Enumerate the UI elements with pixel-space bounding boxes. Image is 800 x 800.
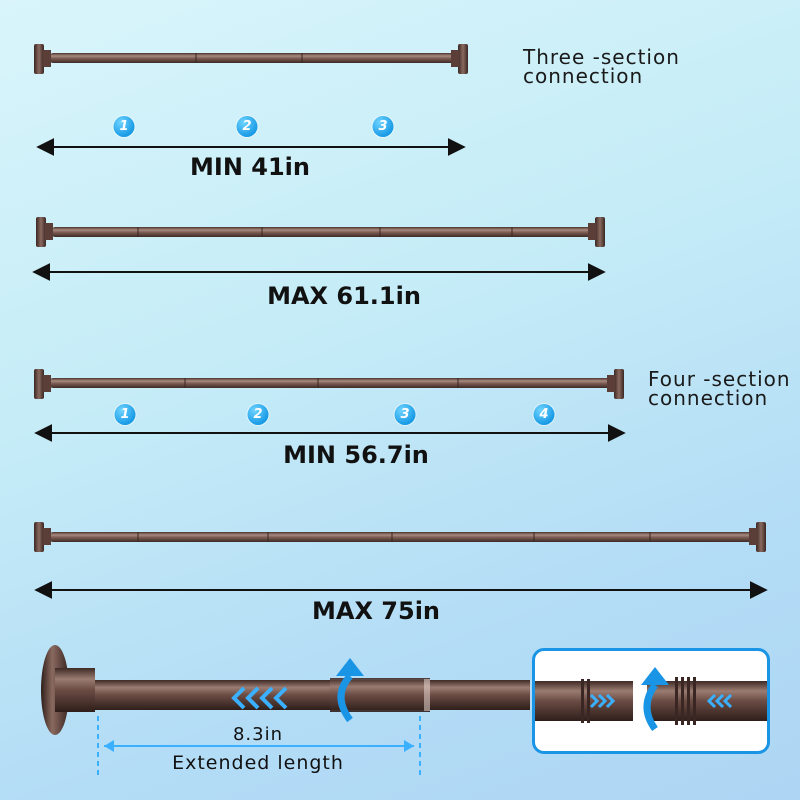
inset-rotate-arrow-icon xyxy=(641,667,669,732)
section-badge-1: 1 xyxy=(113,116,135,137)
rod-three-min-shape xyxy=(34,44,468,74)
three-max-label: MAX 61.1in xyxy=(267,282,421,310)
extension-chevrons-icon xyxy=(231,686,288,710)
inset-chevrons-icon xyxy=(589,693,733,709)
extension-caption: Extended length xyxy=(172,752,344,774)
four-max-label: MAX 75in xyxy=(311,597,441,625)
four-section-label: Four -section connection xyxy=(648,367,791,410)
locking-detail-drawing xyxy=(535,667,767,732)
section-badge-3: 3 xyxy=(372,116,394,137)
rotate-arrow-icon xyxy=(336,658,364,723)
section-badge-2: 2 xyxy=(247,404,269,425)
section-badge-4: 4 xyxy=(533,404,555,425)
locking-detail-inset xyxy=(532,648,770,754)
three-section-label: Three -section connection xyxy=(523,45,680,88)
extension-value: 8.3in xyxy=(232,724,284,745)
three-min-label: MIN 41in xyxy=(190,153,310,181)
section-badge-2: 2 xyxy=(236,116,258,137)
section-badge-1: 1 xyxy=(114,404,136,425)
thread-rings xyxy=(581,677,696,725)
section-badge-3: 3 xyxy=(394,404,416,425)
four-min-label: MIN 56.7in xyxy=(283,441,429,469)
